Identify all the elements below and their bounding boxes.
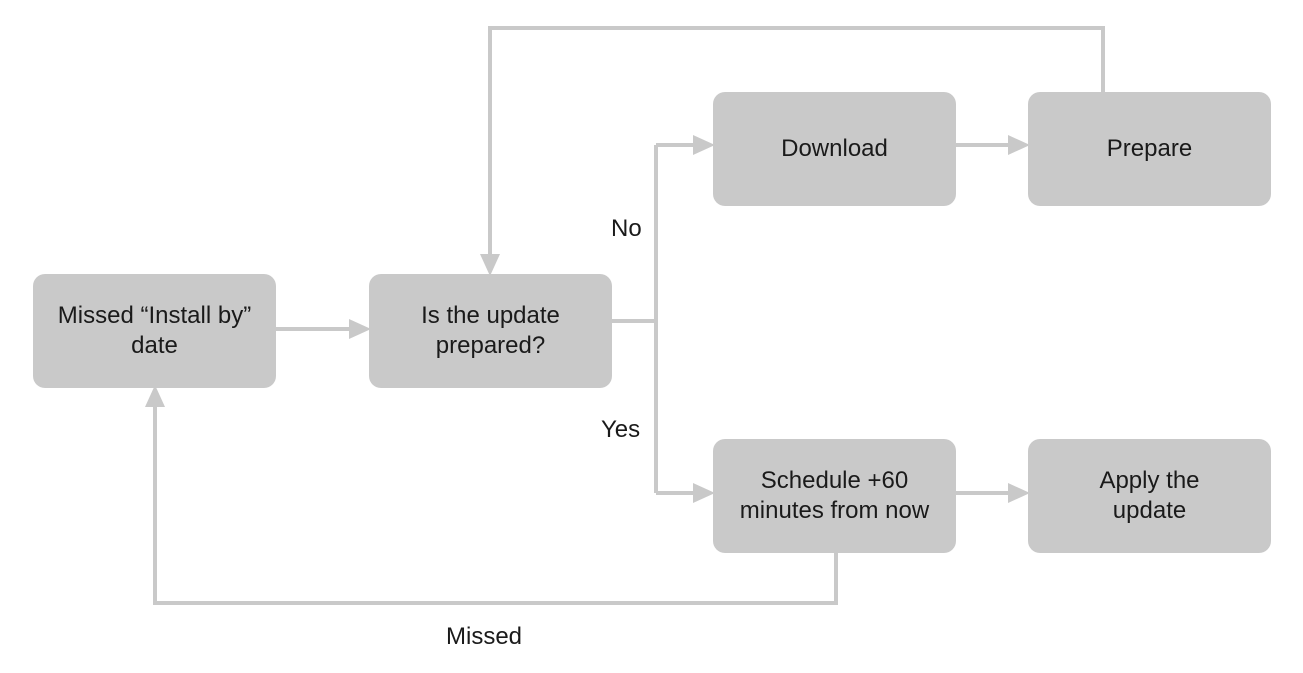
node-is-update-prepared: Is the update prepared? (369, 274, 612, 388)
node-missed-install-by-date-label: Missed “Install by” date (57, 302, 252, 359)
edge-label-no: No (611, 215, 642, 242)
node-download-label: Download (781, 135, 888, 162)
edge-label-yes: Yes (601, 416, 641, 443)
node-schedule: Schedule +60 minutes from now (713, 439, 956, 553)
node-schedule-label: Schedule +60 minutes from now (739, 467, 930, 524)
node-is-update-prepared-label: Is the update prepared? (421, 302, 560, 359)
arrow-schedule-missed-loop (145, 385, 838, 605)
node-prepare-label: Prepare (1106, 135, 1193, 162)
node-download: Download (713, 92, 956, 206)
edge-label-missed: Missed (446, 623, 523, 650)
arrow-prepare-loop-to-decision (480, 26, 1105, 276)
node-apply-update: Apply the update (1028, 439, 1271, 553)
node-missed-install-by-date: Missed “Install by” date (33, 274, 276, 388)
node-apply-update-label: Apply the update (1099, 467, 1200, 524)
node-prepare: Prepare (1028, 92, 1271, 206)
